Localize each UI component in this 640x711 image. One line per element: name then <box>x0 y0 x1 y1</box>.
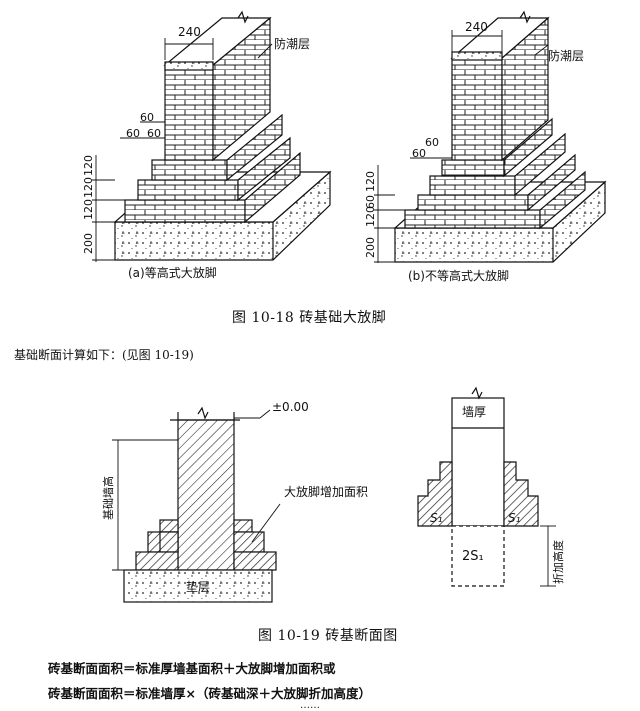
section-right-dims <box>540 525 556 587</box>
height-label: 基础墙高 <box>101 476 115 520</box>
figure-10-18: 240 防潮层 60 60 60 120 120 120 200 (a)等高式大… <box>82 10 607 283</box>
a-step-dim-1: 60 <box>140 111 154 124</box>
b-step-dim-2: 60 <box>412 147 426 160</box>
s1-left: S₁ <box>430 511 443 525</box>
a-h-dim-4: 200 <box>82 233 95 254</box>
b-top-dim: 240 <box>465 20 488 34</box>
b-h-dim-1: 120 <box>364 171 377 192</box>
a-step-dim-2: 60 <box>126 127 140 140</box>
drawing-a <box>113 10 332 261</box>
a-caption: (a)等高式大放脚 <box>128 265 217 280</box>
figure-10-18-title: 图 10-18 砖基础大放脚 <box>232 310 387 326</box>
section-left-dims <box>112 409 281 571</box>
section-left <box>123 406 277 603</box>
b-step-dim-1: 60 <box>425 136 439 149</box>
formula-2: 砖基断面面积＝标准墙厚×（砖基础深＋大放脚折加高度） <box>48 686 371 701</box>
wall-label: 墙厚 <box>462 405 486 419</box>
a-h-dim-3: 120 <box>82 199 95 220</box>
b-h-dim-2: 60 <box>364 195 377 209</box>
b-damp-label: 防潮层 <box>548 48 584 63</box>
drawing-b <box>393 10 607 263</box>
fold-height-label: 折加高度 <box>551 540 565 584</box>
figure-10-19: ±0.00 基础墙高 大放脚增加面积 垫层 墙厚 S₁ S₁ 2S₁ 折加高度 <box>101 386 565 603</box>
figure-10-19-title: 图 10-19 砖基断面图 <box>258 628 398 644</box>
s1-right: S₁ <box>508 511 521 525</box>
formula-1: 砖基断面面积＝标准厚墙基面积＋大放脚增加面积或 <box>48 661 336 676</box>
a-top-dim: 240 <box>178 25 201 39</box>
a-damp-label: 防潮层 <box>274 36 310 51</box>
b-h-dim-3: 120 <box>364 206 377 227</box>
b-caption: (b)不等高式大放脚 <box>408 268 509 283</box>
elevation-label: ±0.00 <box>272 400 309 414</box>
cut-off-text: …… <box>300 700 320 711</box>
callout-label: 大放脚增加面积 <box>284 484 368 499</box>
area-label: 2S₁ <box>462 549 484 564</box>
a-step-dim-3: 60 <box>147 127 161 140</box>
cushion-label: 垫层 <box>186 579 210 594</box>
a-h-dim-2: 120 <box>82 177 95 198</box>
dims-a <box>92 38 273 262</box>
section-right <box>417 386 539 587</box>
b-h-dim-4: 200 <box>364 237 377 258</box>
a-h-dim-1: 120 <box>82 155 95 176</box>
dims-b <box>374 30 549 263</box>
intro-text: 基础断面计算如下：(见图 10-19) <box>14 348 194 362</box>
